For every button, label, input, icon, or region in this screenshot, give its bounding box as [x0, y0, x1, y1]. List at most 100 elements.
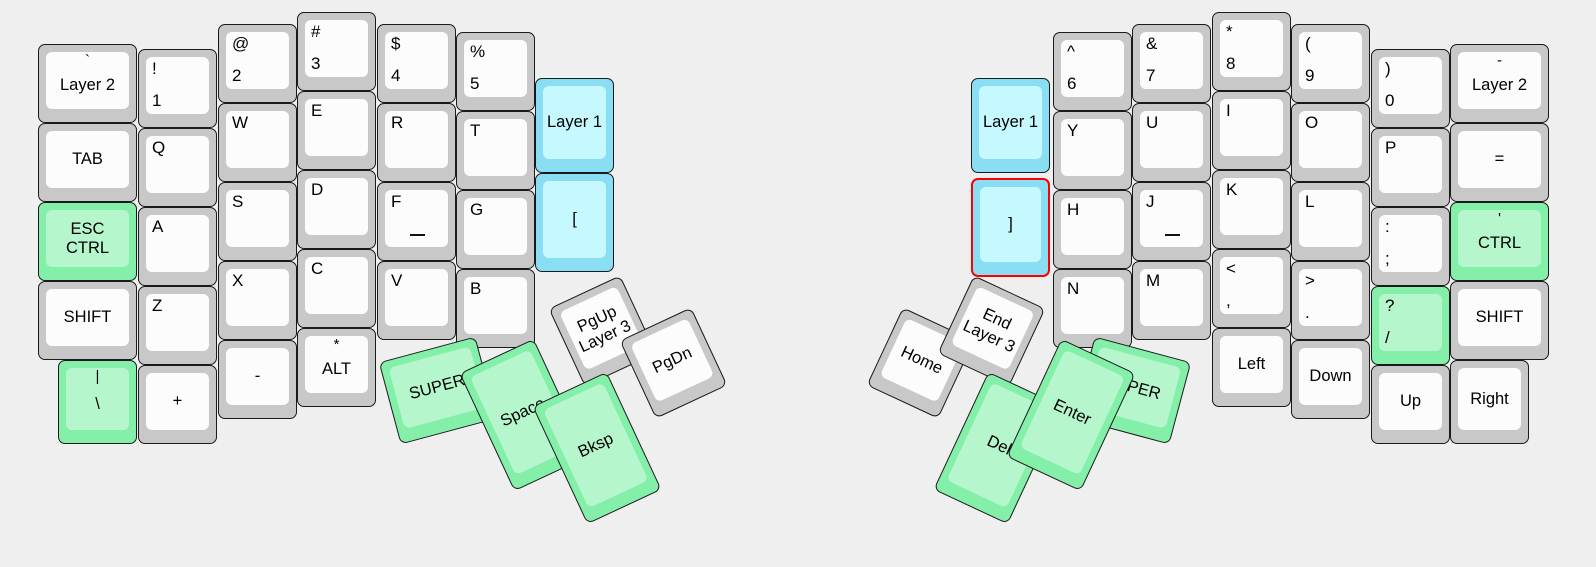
key-legend-center: ALT: [321, 360, 352, 379]
key-l-c5-r2[interactable]: R: [377, 103, 456, 182]
key-l-c6-r4[interactable]: B: [456, 269, 535, 348]
key-r-c5-r4[interactable]: >.: [1291, 261, 1370, 340]
key-r-c6-r4[interactable]: ?/: [1371, 286, 1450, 365]
keycap-surface: W: [226, 111, 289, 168]
key-l-c7-r2[interactable]: [: [535, 173, 614, 272]
key-legend-center: SHIFT: [1475, 308, 1524, 327]
key-l-c4-r5[interactable]: *ALT: [297, 328, 376, 407]
key-legend-top: F: [391, 192, 402, 211]
keycap-surface: [: [543, 181, 606, 258]
key-r-c6-r2[interactable]: P: [1371, 128, 1450, 207]
key-l-c2-r4[interactable]: Z: [138, 286, 217, 365]
key-r-c3-r1[interactable]: &7: [1132, 24, 1211, 103]
key-r-c2-r2[interactable]: Y: [1053, 111, 1132, 190]
key-r-c5-r3[interactable]: L: [1291, 182, 1370, 261]
keycap-surface: Right: [1458, 368, 1521, 430]
key-legend-top: C: [311, 259, 324, 278]
key-l-c1-r4[interactable]: SHIFT: [38, 281, 137, 360]
key-r-c3-r3[interactable]: J: [1132, 182, 1211, 261]
key-l-c3-r3[interactable]: S: [218, 182, 297, 261]
key-legend-center: Layer 1: [982, 113, 1039, 132]
key-l-c4-r4[interactable]: C: [297, 249, 376, 328]
key-r-c2-r3[interactable]: H: [1053, 190, 1132, 269]
key-r-c4-r5[interactable]: Left: [1212, 328, 1291, 407]
key-l-c2-r5[interactable]: +: [138, 365, 217, 444]
key-legend-top: A: [152, 217, 164, 236]
key-r-c7-r4[interactable]: SHIFT: [1450, 281, 1549, 360]
key-l-c3-r2[interactable]: W: [218, 103, 297, 182]
keycap-surface: A: [146, 215, 209, 272]
key-l-c4-r1[interactable]: #3: [297, 12, 376, 91]
key-legend-top: #: [311, 22, 321, 41]
key-legend-top: :: [1385, 217, 1390, 236]
key-r-c4-r2[interactable]: I: [1212, 91, 1291, 170]
key-l-c2-r3[interactable]: A: [138, 207, 217, 286]
key-l-c3-r4[interactable]: X: [218, 261, 297, 340]
key-l-c2-r1[interactable]: !1: [138, 49, 217, 128]
key-r-c4-r3[interactable]: K: [1212, 170, 1291, 249]
key-r-c7-r3[interactable]: 'CTRL: [1450, 202, 1549, 281]
key-r-c2-r1[interactable]: ^6: [1053, 32, 1132, 111]
key-r-c4-r4[interactable]: <,: [1212, 249, 1291, 328]
key-r-c7-r5[interactable]: Right: [1450, 360, 1529, 444]
key-legend-bottom: 1: [152, 91, 162, 110]
key-legend-top: K: [1226, 180, 1238, 199]
key-legend-bottom: 3: [311, 54, 321, 73]
key-l-c6-r1[interactable]: %5: [456, 32, 535, 111]
key-legend-center: =: [1494, 150, 1505, 169]
key-legend-top: P: [1385, 138, 1397, 157]
key-r-c2-r4[interactable]: N: [1053, 269, 1132, 348]
keycap-surface: K: [1220, 178, 1283, 235]
keycap-surface: J: [1140, 190, 1203, 247]
keycap-surface: *ALT: [305, 336, 368, 393]
key-l-c4-r2[interactable]: E: [297, 91, 376, 170]
key-l-c1-r5[interactable]: |\: [58, 360, 137, 444]
key-l-c3-r1[interactable]: @2: [218, 24, 297, 103]
key-l-c5-r1[interactable]: $4: [377, 24, 456, 103]
key-l-c7-r1[interactable]: Layer 1: [535, 78, 614, 173]
keycap-surface: M: [1140, 269, 1203, 326]
key-l-c5-r3[interactable]: F: [377, 182, 456, 261]
key-r-c4-r1[interactable]: *8: [1212, 12, 1291, 91]
key-r-c3-r4[interactable]: M: [1132, 261, 1211, 340]
key-r-c5-r2[interactable]: O: [1291, 103, 1370, 182]
key-legend-bottom: 7: [1146, 66, 1156, 85]
key-legend-center: Home: [898, 342, 946, 378]
key-r-c3-r2[interactable]: U: [1132, 103, 1211, 182]
key-l-c6-r2[interactable]: T: [456, 111, 535, 190]
keycap-surface: 'CTRL: [1458, 210, 1541, 267]
key-r-c6-r5[interactable]: Up: [1371, 365, 1450, 444]
key-legend-top: N: [1067, 279, 1080, 298]
key-legend-center: Right: [1470, 389, 1509, 408]
key-r-c7-r1[interactable]: -Layer 2: [1450, 44, 1549, 123]
key-legend-bottom: 4: [391, 66, 401, 85]
key-legend-center: ESC CTRL: [65, 219, 110, 257]
key-l-c4-r3[interactable]: D: [297, 170, 376, 249]
key-l-c1-r3[interactable]: ESC CTRL: [38, 202, 137, 281]
keycap-surface: D: [305, 178, 368, 235]
key-legend-top: O: [1305, 113, 1319, 132]
key-legend-center: PgDn: [649, 342, 695, 377]
keycap-surface: !1: [146, 57, 209, 114]
key-l-c1-r1[interactable]: `Layer 2: [38, 44, 137, 123]
key-r-c5-r5[interactable]: Down: [1291, 340, 1370, 419]
key-legend-top: !: [152, 59, 157, 78]
keycap-surface: N: [1061, 277, 1124, 334]
key-l-c3-r5[interactable]: -: [218, 340, 297, 419]
key-r-c6-r1[interactable]: )0: [1371, 49, 1450, 128]
key-l-c5-r4[interactable]: V: [377, 261, 456, 340]
key-l-c2-r2[interactable]: Q: [138, 128, 217, 207]
key-legend-center: Bksp: [575, 428, 616, 461]
keycap-surface: Q: [146, 136, 209, 193]
key-l-c1-r2[interactable]: TAB: [38, 123, 137, 202]
key-r-c1-r2[interactable]: ]: [971, 178, 1050, 277]
key-r-c5-r1[interactable]: (9: [1291, 24, 1370, 103]
key-r-c6-r3[interactable]: :;: [1371, 207, 1450, 286]
key-r-c1-r1[interactable]: Layer 1: [971, 78, 1050, 173]
key-legend-bottom: ,: [1226, 291, 1231, 310]
keycap-surface: V: [385, 269, 448, 326]
key-r-c7-r2[interactable]: =: [1450, 123, 1549, 202]
key-legend-bottom: .: [1305, 303, 1310, 322]
key-l-c6-r3[interactable]: G: [456, 190, 535, 269]
key-legend-top: |: [95, 368, 100, 385]
